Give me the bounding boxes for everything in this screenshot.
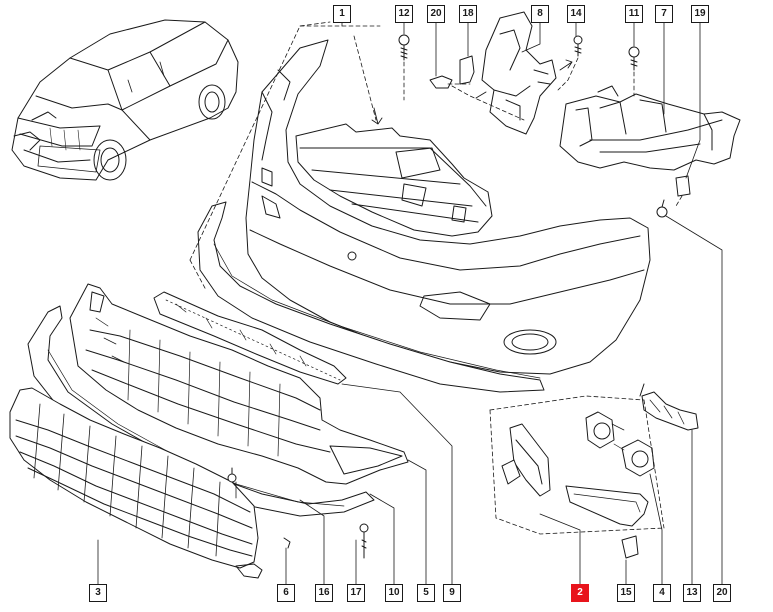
callout-part-5: 5 <box>417 584 435 602</box>
callout-part-4: 4 <box>653 584 671 602</box>
callout-part-16: 16 <box>315 584 333 602</box>
assembly-arrows <box>371 59 573 125</box>
callout-part-13: 13 <box>683 584 701 602</box>
trim-strip-part-9 <box>153 291 347 385</box>
upper-grille-insert <box>295 123 493 237</box>
callout-part-12: 12 <box>395 5 413 23</box>
callout-part-7: 7 <box>655 5 673 23</box>
bracket-part-8 <box>481 11 557 135</box>
callout-part-19: 19 <box>691 5 709 23</box>
callout-part-2-highlighted[interactable]: 2 <box>571 584 589 602</box>
callout-part-11: 11 <box>625 5 643 23</box>
callout-part-17: 17 <box>347 584 365 602</box>
lower-grille-part-3 <box>9 387 263 579</box>
callout-part-3: 3 <box>89 584 107 602</box>
fixings-lower <box>227 467 369 559</box>
callout-part-15: 15 <box>617 584 635 602</box>
callout-part-8: 8 <box>531 5 549 23</box>
callout-part-6: 6 <box>277 584 295 602</box>
callout-part-1: 1 <box>333 5 351 23</box>
leader-lines <box>97 21 723 585</box>
bracket-part-7 <box>559 85 741 171</box>
vehicle-silhouette <box>11 19 239 181</box>
callout-part-14: 14 <box>567 5 585 23</box>
callout-part-20: 20 <box>427 5 445 23</box>
callout-part-20-right: 20 <box>713 584 731 602</box>
callout-part-9: 9 <box>443 584 461 602</box>
callout-part-18: 18 <box>459 5 477 23</box>
lower-lip-strip <box>197 201 545 393</box>
callout-part-10: 10 <box>385 584 403 602</box>
bumper-beam-part-5 <box>69 283 409 485</box>
dashed-outlines <box>189 21 683 535</box>
bumper-shell-part-1 <box>245 39 651 375</box>
fog-lamp-group <box>501 383 699 559</box>
fixings-top <box>398 34 691 218</box>
